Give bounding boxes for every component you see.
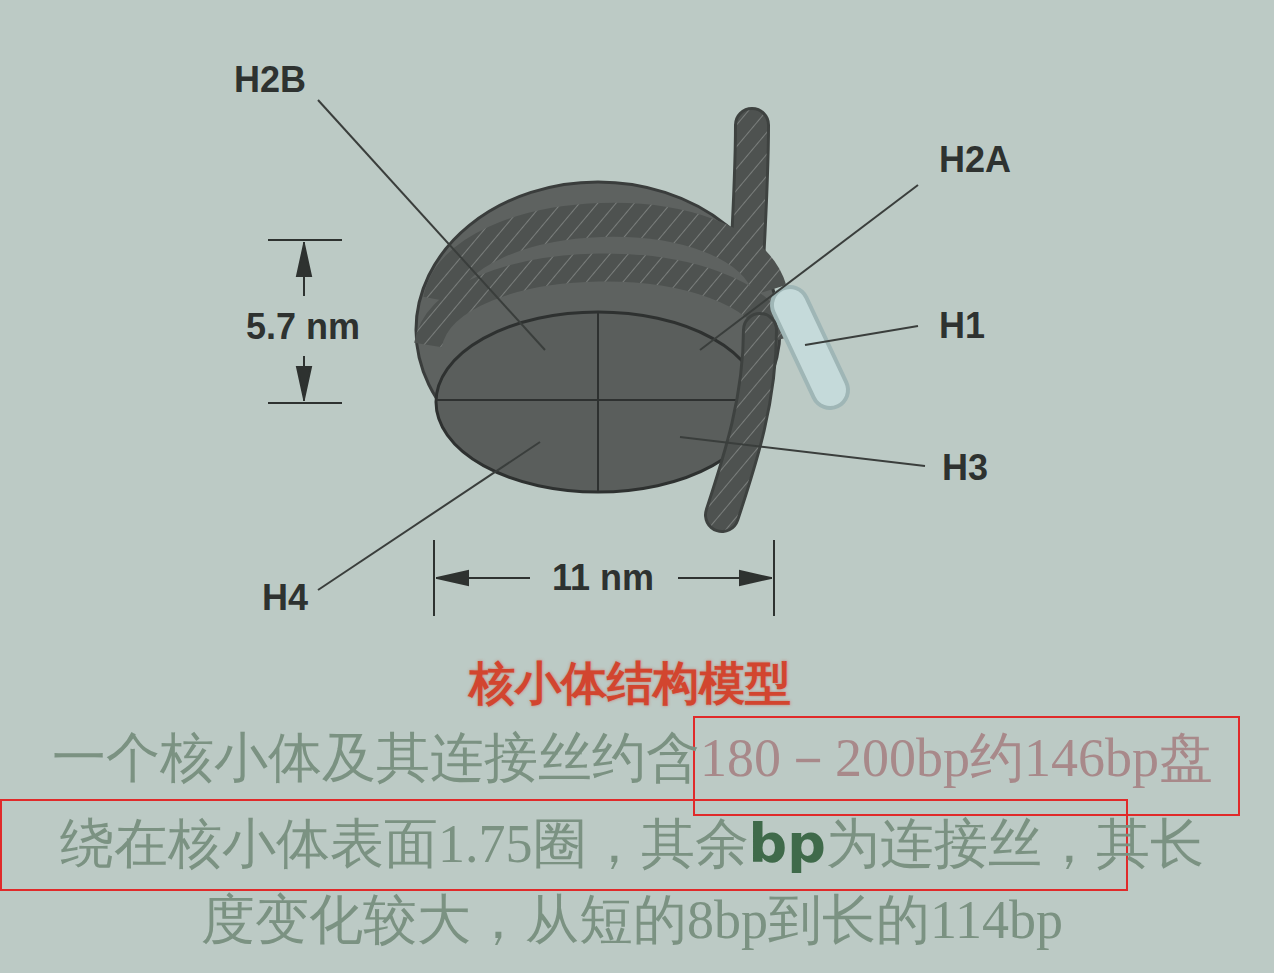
caption-line: 一个核小体及其连接丝约含180－200bp约146bp盘 (52, 726, 1213, 791)
arrowhead (437, 571, 468, 585)
face-divider (597, 312, 599, 492)
dimension-tick (268, 239, 342, 241)
dimension-label: 11 nm (548, 560, 658, 596)
h1-rod (790, 305, 830, 390)
leader-line (680, 437, 925, 466)
leader-line (700, 185, 918, 350)
caption-text: 一个核小体及其连接丝约含 (52, 728, 700, 788)
histone-label: H2B (234, 62, 306, 98)
caption-text: bp (749, 812, 826, 875)
histone-label: H2A (939, 142, 1011, 178)
arrowhead (297, 367, 311, 399)
histone-face (436, 312, 760, 492)
caption-text: 绕在核小体表面1.75圈，其余 (60, 814, 749, 874)
caption-text: 180－200bp约146bp盘 (700, 728, 1213, 788)
dimension-label: 5.7 nm (246, 309, 360, 345)
caption-text: 度变化较大，从短的8bp到长的114bp (201, 890, 1063, 950)
slide-title: 核小体结构模型 (469, 660, 791, 706)
histone-label: H3 (942, 450, 988, 486)
histone-label: H4 (262, 580, 308, 616)
arrowhead (740, 571, 771, 585)
dna-strand (722, 330, 760, 515)
face-divider (436, 399, 760, 401)
leader-line (805, 326, 918, 345)
dna-strand (722, 330, 760, 515)
histone-label: H1 (939, 308, 985, 344)
dimension-tick (773, 540, 775, 616)
caption-line: 绕在核小体表面1.75圈，其余bp为连接丝，其长 (60, 812, 1204, 877)
caption-line: 度变化较大，从短的8bp到长的114bp (201, 888, 1063, 953)
caption-text: 为连接丝，其长 (826, 814, 1204, 874)
leader-line (318, 442, 540, 590)
h1-rod (790, 305, 830, 390)
dimension-tick (268, 402, 342, 404)
dimension-tick (433, 540, 435, 616)
arrowhead (297, 244, 311, 276)
